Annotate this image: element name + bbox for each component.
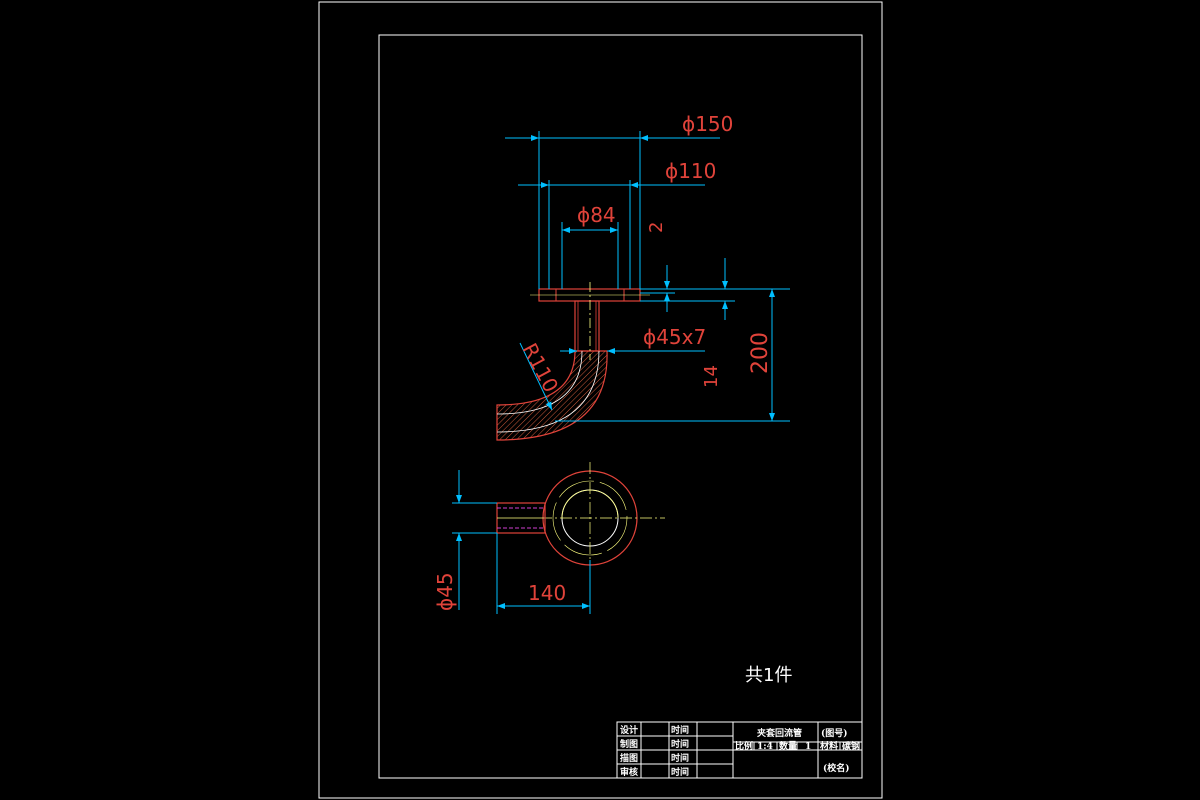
tb-material-value: 碳钢 [842, 740, 860, 752]
dim-diameter-110: ϕ110 [665, 159, 716, 183]
dim-height-200: 200 [748, 332, 773, 374]
tb-date-3: 时间 [671, 752, 689, 764]
tb-school: (校名) [823, 762, 850, 774]
dim-tube-45x7: ϕ45x7 [643, 325, 706, 349]
quantity-note: 共1件 [745, 665, 792, 686]
title-block [616, 721, 863, 779]
tb-checked: 审核 [620, 766, 638, 778]
dim-diameter-150: ϕ150 [682, 112, 733, 136]
outer-frame [318, 1, 883, 799]
tb-qty-label: 数量 [779, 740, 797, 752]
elbow-section [496, 350, 608, 441]
tb-scale-label: 比例 [735, 740, 753, 752]
tb-drawing-no: (图号) [821, 728, 848, 739]
top-view [496, 462, 665, 572]
vertical-tube [574, 300, 600, 352]
dim-radius-110: R110 [518, 339, 564, 396]
tb-qty-value: 1 [805, 742, 811, 752]
dim-diameter-84: ϕ84 [577, 203, 616, 227]
dim-thickness-2: 2 [646, 222, 667, 233]
tb-drawn: 制图 [620, 738, 638, 750]
front-view [496, 282, 650, 441]
dimension-lines-top [452, 470, 591, 614]
tb-material-label: 材料 [819, 740, 838, 752]
tb-designed: 设计 [620, 724, 638, 736]
tb-part-name: 夹套回流管 [757, 727, 802, 739]
tb-traced: 描图 [620, 752, 638, 764]
dim-thickness-14: 14 [701, 365, 722, 388]
dim-branch-diameter-45: ϕ45 [433, 572, 457, 611]
tb-scale-value: 1:4 [757, 742, 773, 752]
tb-date-2: 时间 [671, 738, 689, 750]
tb-date-1: 时间 [671, 724, 689, 736]
tb-date-4: 时间 [671, 766, 689, 778]
dimension-lines-front [505, 131, 790, 422]
dim-branch-length-140: 140 [528, 581, 566, 605]
